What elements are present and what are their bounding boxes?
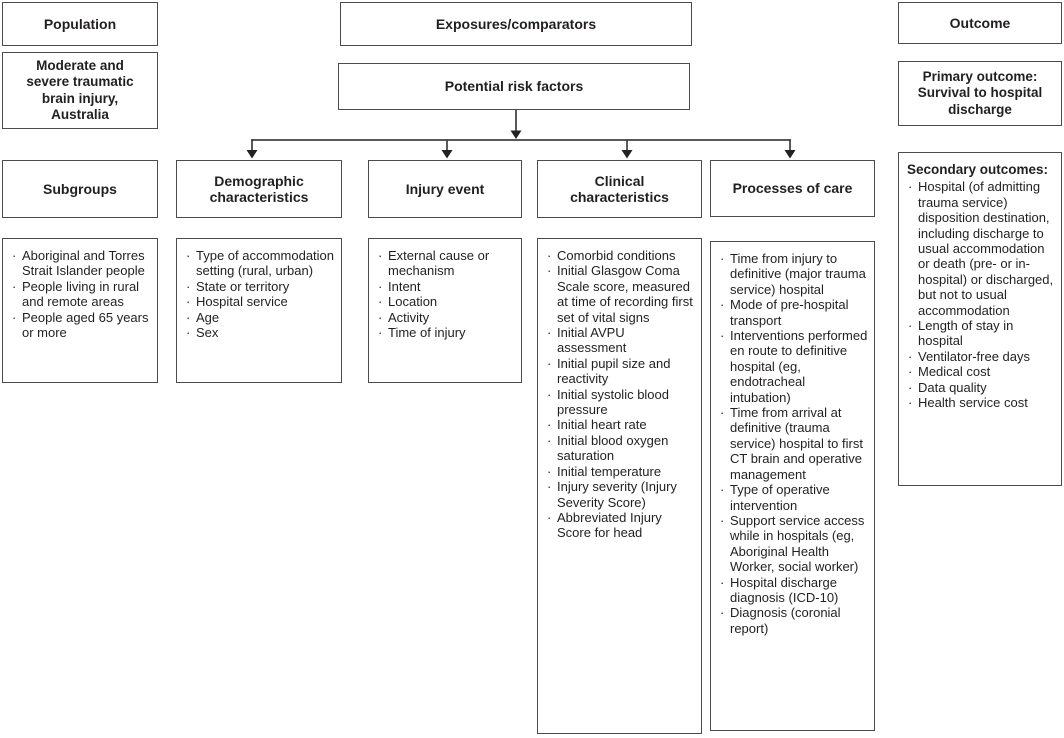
list-item: Interventions performed en route to defi… — [719, 328, 869, 405]
processes-list-box: Time from injury to definitive (major tr… — [710, 241, 875, 731]
exposures-header-label: Exposures/comparators — [435, 15, 597, 32]
list-item: Data quality — [907, 380, 1056, 396]
demographic-list: Type of accommodation setting (rural, ur… — [185, 248, 336, 341]
list-item: Injury severity (Injury Severity Score) — [546, 479, 696, 510]
list-item: Initial blood oxygen saturation — [546, 433, 696, 464]
list-item: Length of stay in hospital — [907, 318, 1056, 349]
list-item: Initial heart rate — [546, 417, 696, 433]
list-item: State or territory — [185, 279, 336, 295]
secondary-outcomes-box: Secondary outcomes: Hospital (of admitti… — [898, 152, 1062, 486]
risk-factors-label: Potential risk factors — [444, 78, 584, 95]
subgroups-list: Aboriginal and Torres Strait Islander pe… — [11, 248, 152, 340]
list-item: Ventilator-free days — [907, 349, 1056, 365]
injury-event-list: External cause or mechanismIntentLocatio… — [377, 248, 516, 341]
list-item: Health service cost — [907, 395, 1056, 411]
injury-event-header-box: Injury event — [368, 160, 522, 218]
list-item: Type of accommodation setting (rural, ur… — [185, 248, 336, 279]
population-description-box: Moderate and severe traumatic brain inju… — [2, 52, 158, 129]
list-item: Initial AVPU assessment — [546, 325, 696, 356]
list-item: Support service access while in hospital… — [719, 513, 869, 575]
list-item: Time of injury — [377, 325, 516, 341]
list-item: Medical cost — [907, 364, 1056, 380]
list-item: Activity — [377, 310, 516, 326]
list-item: Sex — [185, 325, 336, 341]
exposures-header-box: Exposures/comparators — [340, 2, 692, 46]
list-item: Hospital (of admitting trauma service) d… — [907, 179, 1056, 318]
processes-list: Time from injury to definitive (major tr… — [719, 251, 869, 636]
list-item: Time from arrival at definitive (trauma … — [719, 405, 869, 482]
list-item: Initial Glasgow Coma Scale score, measur… — [546, 263, 696, 325]
list-item: Initial temperature — [546, 464, 696, 480]
list-item: Abbreviated Injury Score for head — [546, 510, 696, 541]
list-item: People aged 65 years or more — [11, 310, 152, 341]
demographic-header-label: Demographic characteristics — [209, 172, 309, 206]
subgroups-list-box: Aboriginal and Torres Strait Islander pe… — [2, 238, 158, 383]
demographic-header-box: Demographic characteristics — [176, 160, 342, 218]
list-item: Intent — [377, 279, 516, 295]
clinical-list: Comorbid conditionsInitial Glasgow Coma … — [546, 248, 696, 541]
secondary-outcomes-title: Secondary outcomes: — [907, 162, 1049, 177]
clinical-header-box: Clinical characteristics — [537, 160, 702, 218]
secondary-outcomes-list: Hospital (of admitting trauma service) d… — [907, 179, 1056, 411]
primary-outcome-box: Primary outcome: Survival to hospital di… — [898, 61, 1062, 126]
list-item: Location — [377, 294, 516, 310]
demographic-list-box: Type of accommodation setting (rural, ur… — [176, 238, 342, 383]
population-header-box: Population — [2, 2, 158, 46]
list-item: Hospital discharge diagnosis (ICD-10) — [719, 575, 869, 606]
list-item: External cause or mechanism — [377, 248, 516, 279]
risk-factors-box: Potential risk factors — [338, 63, 690, 110]
subgroups-header-box: Subgroups — [2, 160, 158, 218]
list-item: Mode of pre-hospital transport — [719, 297, 869, 328]
subgroups-header-label: Subgroups — [43, 180, 117, 197]
injury-event-header-label: Injury event — [405, 180, 485, 197]
list-item: Time from injury to definitive (major tr… — [719, 251, 869, 297]
injury-event-list-box: External cause or mechanismIntentLocatio… — [368, 238, 522, 383]
list-item: Initial pupil size and reactivity — [546, 356, 696, 387]
list-item: Hospital service — [185, 294, 336, 310]
list-item: Age — [185, 310, 336, 326]
clinical-list-box: Comorbid conditionsInitial Glasgow Coma … — [537, 238, 702, 734]
list-item: Initial systolic blood pressure — [546, 387, 696, 418]
clinical-header-label: Clinical characteristics — [570, 172, 669, 206]
processes-header-label: Processes of care — [732, 180, 853, 197]
outcome-header-label: Outcome — [949, 14, 1011, 31]
list-item: People living in rural and remote areas — [11, 279, 152, 310]
list-item: Aboriginal and Torres Strait Islander pe… — [11, 248, 152, 279]
population-description-label: Moderate and severe traumatic brain inju… — [26, 57, 134, 123]
list-item: Type of operative intervention — [719, 482, 869, 513]
outcome-header-box: Outcome — [898, 2, 1062, 44]
population-header-label: Population — [43, 15, 117, 32]
list-item: Diagnosis (coronial report) — [719, 605, 869, 636]
processes-header-box: Processes of care — [710, 160, 875, 217]
list-item: Comorbid conditions — [546, 248, 696, 264]
primary-outcome-label: Primary outcome: Survival to hospital di… — [917, 68, 1043, 117]
